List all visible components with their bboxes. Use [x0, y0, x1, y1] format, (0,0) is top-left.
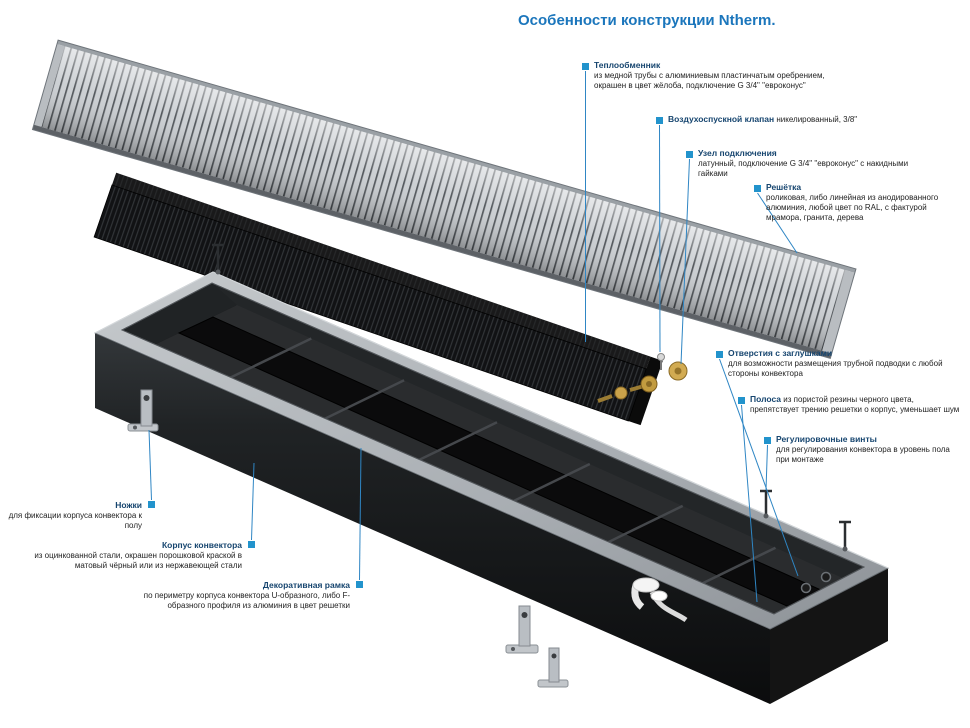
callout-title: Теплообменник — [594, 60, 661, 70]
callout-desc: роликовая, либо линейная из анодированно… — [766, 192, 939, 223]
callout-adjustment-screws: Регулировочные винты для регулирования к… — [776, 434, 964, 465]
callout-rubber-strip: Полоса из пористой резины черного цвета,… — [750, 394, 962, 415]
page-title: Особенности конструкции Ntherm. — [518, 12, 776, 29]
callout-title: Воздухоспускной клапан — [668, 114, 775, 124]
callout-desc: латунный, подключение G 3/4" "евроконус"… — [698, 158, 909, 179]
callout-decorative-frame: Декоративная рамка по периметру корпуса … — [132, 580, 350, 611]
callout-title: Декоративная рамка — [262, 580, 350, 590]
callout-air-valve: Воздухоспускной клапан никелированный, 3… — [668, 114, 958, 125]
foot-bracket-bottom-1 — [505, 605, 539, 654]
callout-marker-icon — [716, 351, 723, 358]
callout-desc: из оцинкованной стали, окрашен порошково… — [34, 550, 242, 571]
callout-title: Полоса — [750, 394, 782, 404]
leader-lines — [148, 71, 799, 603]
callout-marker-icon — [582, 63, 589, 70]
callout-grille: Решётка роликовая, либо линейная из анод… — [766, 182, 962, 224]
casing-illustration — [94, 271, 889, 704]
callout-marker-icon — [738, 397, 745, 404]
heat-exchanger-illustration — [93, 172, 663, 426]
callout-title: Отверстия с заглушками — [728, 348, 833, 358]
callout-marker-icon — [764, 437, 771, 444]
callout-marker-icon — [148, 501, 155, 508]
callout-plugged-holes: Отверстия с заглушками для возможности р… — [728, 348, 960, 379]
callout-desc: для регулирования конвектора в уровень п… — [776, 444, 950, 465]
grille-illustration — [31, 39, 857, 359]
adjustment-screws-illustration — [212, 243, 851, 549]
callout-marker-icon — [248, 541, 255, 548]
air-vent-illustration — [657, 353, 665, 370]
callout-desc: для фиксации корпуса конвектора к полу — [8, 510, 142, 531]
callout-body: Корпус конвектора из оцинкованной стали,… — [28, 540, 242, 571]
foot-bracket-bottom-2 — [537, 647, 569, 688]
callout-desc: для возможности размещения трубной подво… — [728, 358, 943, 379]
callout-desc: из медной трубы с алюминиевым пластинчат… — [594, 70, 825, 91]
foot-bracket-left — [127, 389, 159, 432]
callout-title: Узел подключения — [698, 148, 777, 158]
callout-marker-icon — [356, 581, 363, 588]
callout-title: Корпус конвектора — [161, 540, 242, 550]
callout-desc: никелированный, 3/8" — [776, 115, 858, 124]
callout-desc: по периметру корпуса конвектора U-образн… — [143, 590, 350, 611]
callout-desc: из пористой резины черного цвета, препят… — [750, 395, 960, 415]
callout-marker-icon — [686, 151, 693, 158]
drain-fitting-illustration — [631, 577, 688, 623]
callout-connection-unit: Узел подключения латунный, подключение G… — [698, 148, 938, 179]
plugged-holes-illustration — [800, 571, 832, 594]
callout-title: Ножки — [115, 500, 142, 510]
callout-marker-icon — [656, 117, 663, 124]
callout-title: Решётка — [766, 182, 802, 192]
callout-feet: Ножки для фиксации корпуса конвектора к … — [2, 500, 142, 531]
callout-marker-icon — [754, 185, 761, 192]
connection-valves-illustration — [597, 361, 688, 403]
callout-heat-exchanger: Теплообменник из медной трубы с алюминие… — [594, 60, 842, 91]
callout-title: Регулировочные винты — [776, 434, 877, 444]
